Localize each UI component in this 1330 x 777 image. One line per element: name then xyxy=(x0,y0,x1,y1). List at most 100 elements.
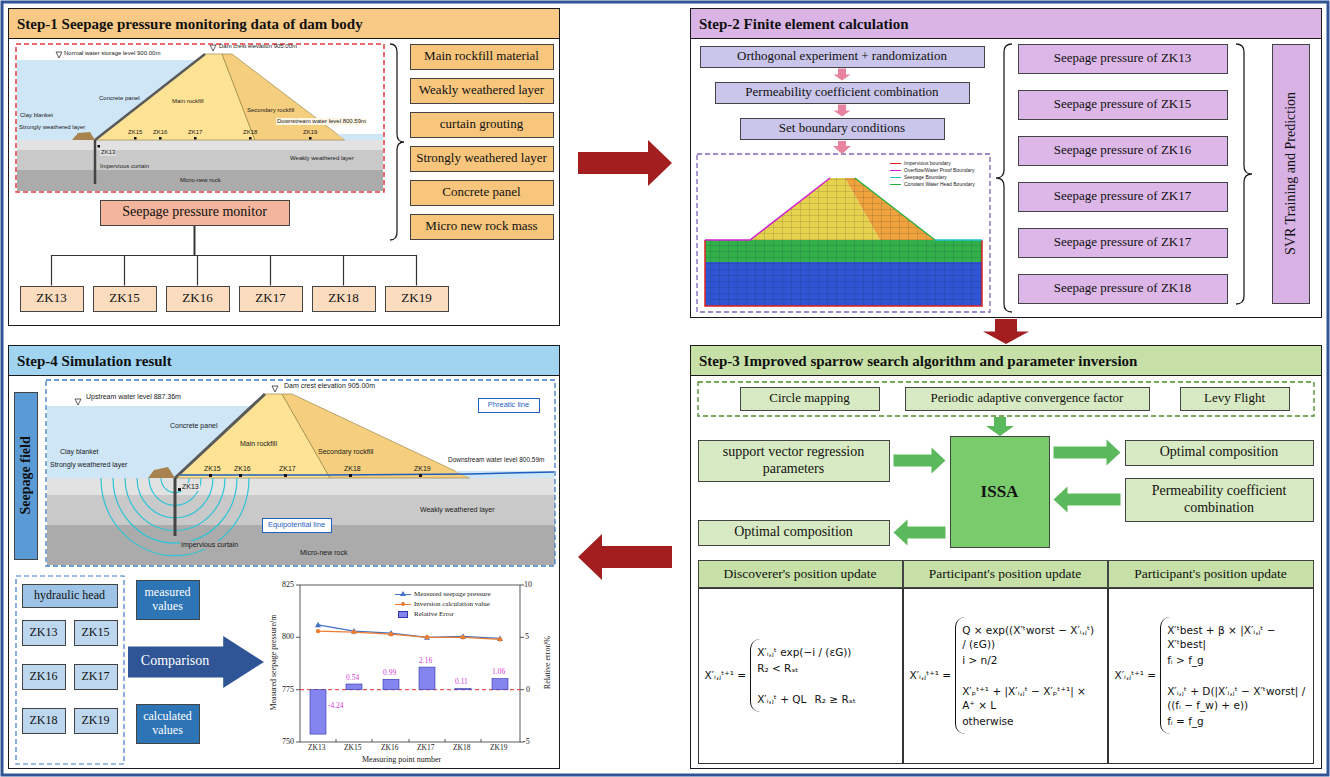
process-box: Weakly weathered layer xyxy=(410,78,554,104)
dam-section-monitoring xyxy=(17,150,383,170)
box-text: Optimal composition xyxy=(731,524,856,540)
phreatic-line xyxy=(180,472,554,475)
annotation-label: ZK16 xyxy=(234,465,251,473)
dam-section-monitoring xyxy=(16,44,384,192)
formula-expression: X′ᵢ,ⱼᵗ exp(−i / (εG)) xyxy=(757,645,851,659)
box-text: Phreatic line xyxy=(485,401,532,410)
process-box: Periodic adaptive convergence factor xyxy=(905,387,1150,411)
process-box: Seepage field xyxy=(14,392,38,560)
axis-title: Relative error/% xyxy=(543,623,552,703)
annotation-label: Micro-new rock xyxy=(180,177,221,184)
box-text: ZK13 xyxy=(33,291,69,306)
annotation-label: Clay blanket xyxy=(20,112,53,119)
comparison-chart xyxy=(520,637,524,638)
annotation-label: 750 xyxy=(282,737,294,746)
box-text: Participant's position update xyxy=(926,566,1084,582)
box-text: Permeability coefficient combination xyxy=(742,85,941,100)
dam-section-result xyxy=(419,474,422,477)
comparison-chart xyxy=(316,629,502,642)
legend-swatch xyxy=(398,611,408,618)
process-box: ZK18 xyxy=(22,708,66,734)
comparison-chart xyxy=(409,739,410,742)
comparison-chart xyxy=(481,739,482,742)
annotation-label: ZK19 xyxy=(414,465,431,473)
box-text: ZK16 xyxy=(179,291,215,306)
dam-section-result xyxy=(46,380,555,566)
legend-text: Overflow/Water Proof Boundary xyxy=(904,168,974,174)
flow-arrow xyxy=(1054,440,1121,466)
fe-mesh xyxy=(705,178,830,240)
fe-mesh xyxy=(855,178,935,240)
annotation-label: ZK16 xyxy=(153,129,167,136)
flow-arrow xyxy=(578,534,672,580)
comparison-chart xyxy=(310,690,326,734)
equipotential-lines xyxy=(113,478,237,543)
box-text: ZK15 xyxy=(106,291,142,306)
fe-mesh xyxy=(705,240,982,306)
vertical-text: Seepage field xyxy=(17,392,34,558)
process-box: Set boundary conditions xyxy=(740,118,945,140)
box-text: Seepage pressure of ZK18 xyxy=(1051,281,1195,296)
dam-section-result xyxy=(272,386,278,392)
comparison-chart xyxy=(310,667,508,734)
process-box: Levy Flight xyxy=(1180,387,1290,411)
formula-case: X′ᵢ,ⱼᵗ + QLR₂ ≥ Rₛₜ xyxy=(757,692,895,706)
box-text: ZK17 xyxy=(252,291,288,306)
formula-case: X′ᵢ,ⱼᵗ + D(|X′ᵢ,ⱼᵗ − X′ᵗworst| / ((fᵢ − … xyxy=(1167,684,1306,729)
fe-mesh xyxy=(697,154,990,312)
comparison-chart xyxy=(315,622,321,628)
formula-condition: R₂ ≥ Rₛₜ xyxy=(814,692,855,706)
formula-case: X′ₚᵗ⁺¹ + |X′ᵢ,ⱼᵗ − X′ₚᵗ⁺¹| × A⁺ × Lother… xyxy=(962,684,1100,729)
dam-section-result xyxy=(209,474,212,477)
dam-section-result xyxy=(349,474,352,477)
box-text: Seepage pressure of ZK17 xyxy=(1051,189,1195,204)
annotation-label: Micro-new rock xyxy=(300,549,347,557)
process-box: ZK13 xyxy=(22,620,66,646)
dam-section-monitoring xyxy=(337,134,383,140)
comparison-chart xyxy=(300,585,520,742)
process-box: Discoverer's position update xyxy=(698,560,903,588)
formula-case: X′ᵢ,ⱼᵗ exp(−i / (εG))R₂ < Rₛₜ xyxy=(757,645,895,675)
process-box: Seepage pressure of ZK13 xyxy=(1018,44,1228,74)
comparison-chart xyxy=(318,625,500,639)
annotation-label: 1.06 xyxy=(492,668,505,677)
formula-expression: Q × exp((X′ᵗworst − X′ᵢ,ⱼᵗ) / (εG)) xyxy=(962,623,1100,651)
formula-condition: fᵢ = f_g xyxy=(1167,714,1204,728)
annotation-label: 775 xyxy=(282,685,294,694)
formula-condition: i > n/2 xyxy=(962,653,997,667)
comparison-chart xyxy=(318,631,500,639)
annotation-label: ZK13 xyxy=(308,744,326,753)
process-box: Seepage pressure of ZK18 xyxy=(1018,274,1228,304)
brace xyxy=(390,44,404,240)
equipotential-lines xyxy=(101,478,249,556)
legend-marker xyxy=(401,602,405,606)
box-text: Seepage pressure monitor xyxy=(119,204,270,220)
comparison-chart xyxy=(296,585,524,742)
box-text: ZK19 xyxy=(79,714,113,728)
dam-section-monitoring xyxy=(210,45,216,51)
process-box: Seepage pressure of ZK15 xyxy=(1018,90,1228,120)
annotation-label: ZK16 xyxy=(381,744,399,753)
legend-line-sample xyxy=(890,177,901,178)
box-text: curtain grouting xyxy=(437,117,526,132)
dam-section-result xyxy=(47,478,555,495)
formula-brace: Q × exp((X′ᵗworst − X′ᵢ,ⱼᵗ) / (εG)) i > n… xyxy=(955,617,1100,734)
dam-section-monitoring xyxy=(134,137,137,140)
annotation-label: ZK17 xyxy=(279,465,296,473)
annotation-label: Downstream water level 800.59m xyxy=(276,118,367,125)
dam-section-monitoring xyxy=(17,170,383,191)
process-box: Seepage pressure of ZK16 xyxy=(1018,136,1228,166)
process-box: Equipotential line xyxy=(262,518,332,533)
process-box: Micro new rock mass xyxy=(410,214,554,240)
comparison-chart xyxy=(296,742,300,743)
process-box: ZK17 xyxy=(74,664,118,690)
formula-cell: X′ᵢ,ⱼᵗ⁺¹ =X′ᵗbest + β × |X′ᵢ,ⱼᵗ − X′ᵗbes… xyxy=(1108,588,1314,764)
process-box: SVR Training and Prediction xyxy=(1272,44,1310,304)
formula-cell: X′ᵢ,ⱼᵗ⁺¹ =Q × exp((X′ᵗworst − X′ᵢ,ⱼᵗ) / … xyxy=(903,588,1108,764)
process-box: curtain grouting xyxy=(410,112,554,138)
formula-lhs: X′ᵢ,ⱼᵗ⁺¹ = xyxy=(705,668,747,682)
dam-section-monitoring xyxy=(98,145,101,148)
comparison-chart xyxy=(498,637,502,641)
flow-arrow xyxy=(578,140,672,186)
